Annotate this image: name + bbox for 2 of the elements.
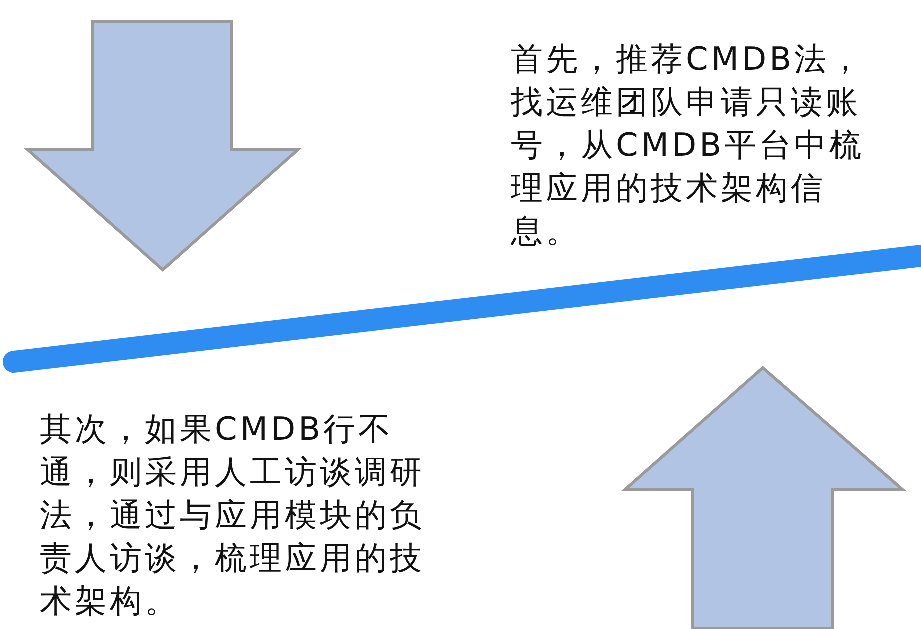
note-text: 首先，推荐CMDB法，找运维团队申请只读账号，从CMDB平台中梳理应用的技术架构信息。: [511, 39, 866, 252]
note-text: 其次，如果CMDB行不通，则采用人工访谈调研法，通过与应用模块的负责人访谈，梳理应用的技术架构。: [40, 409, 426, 622]
